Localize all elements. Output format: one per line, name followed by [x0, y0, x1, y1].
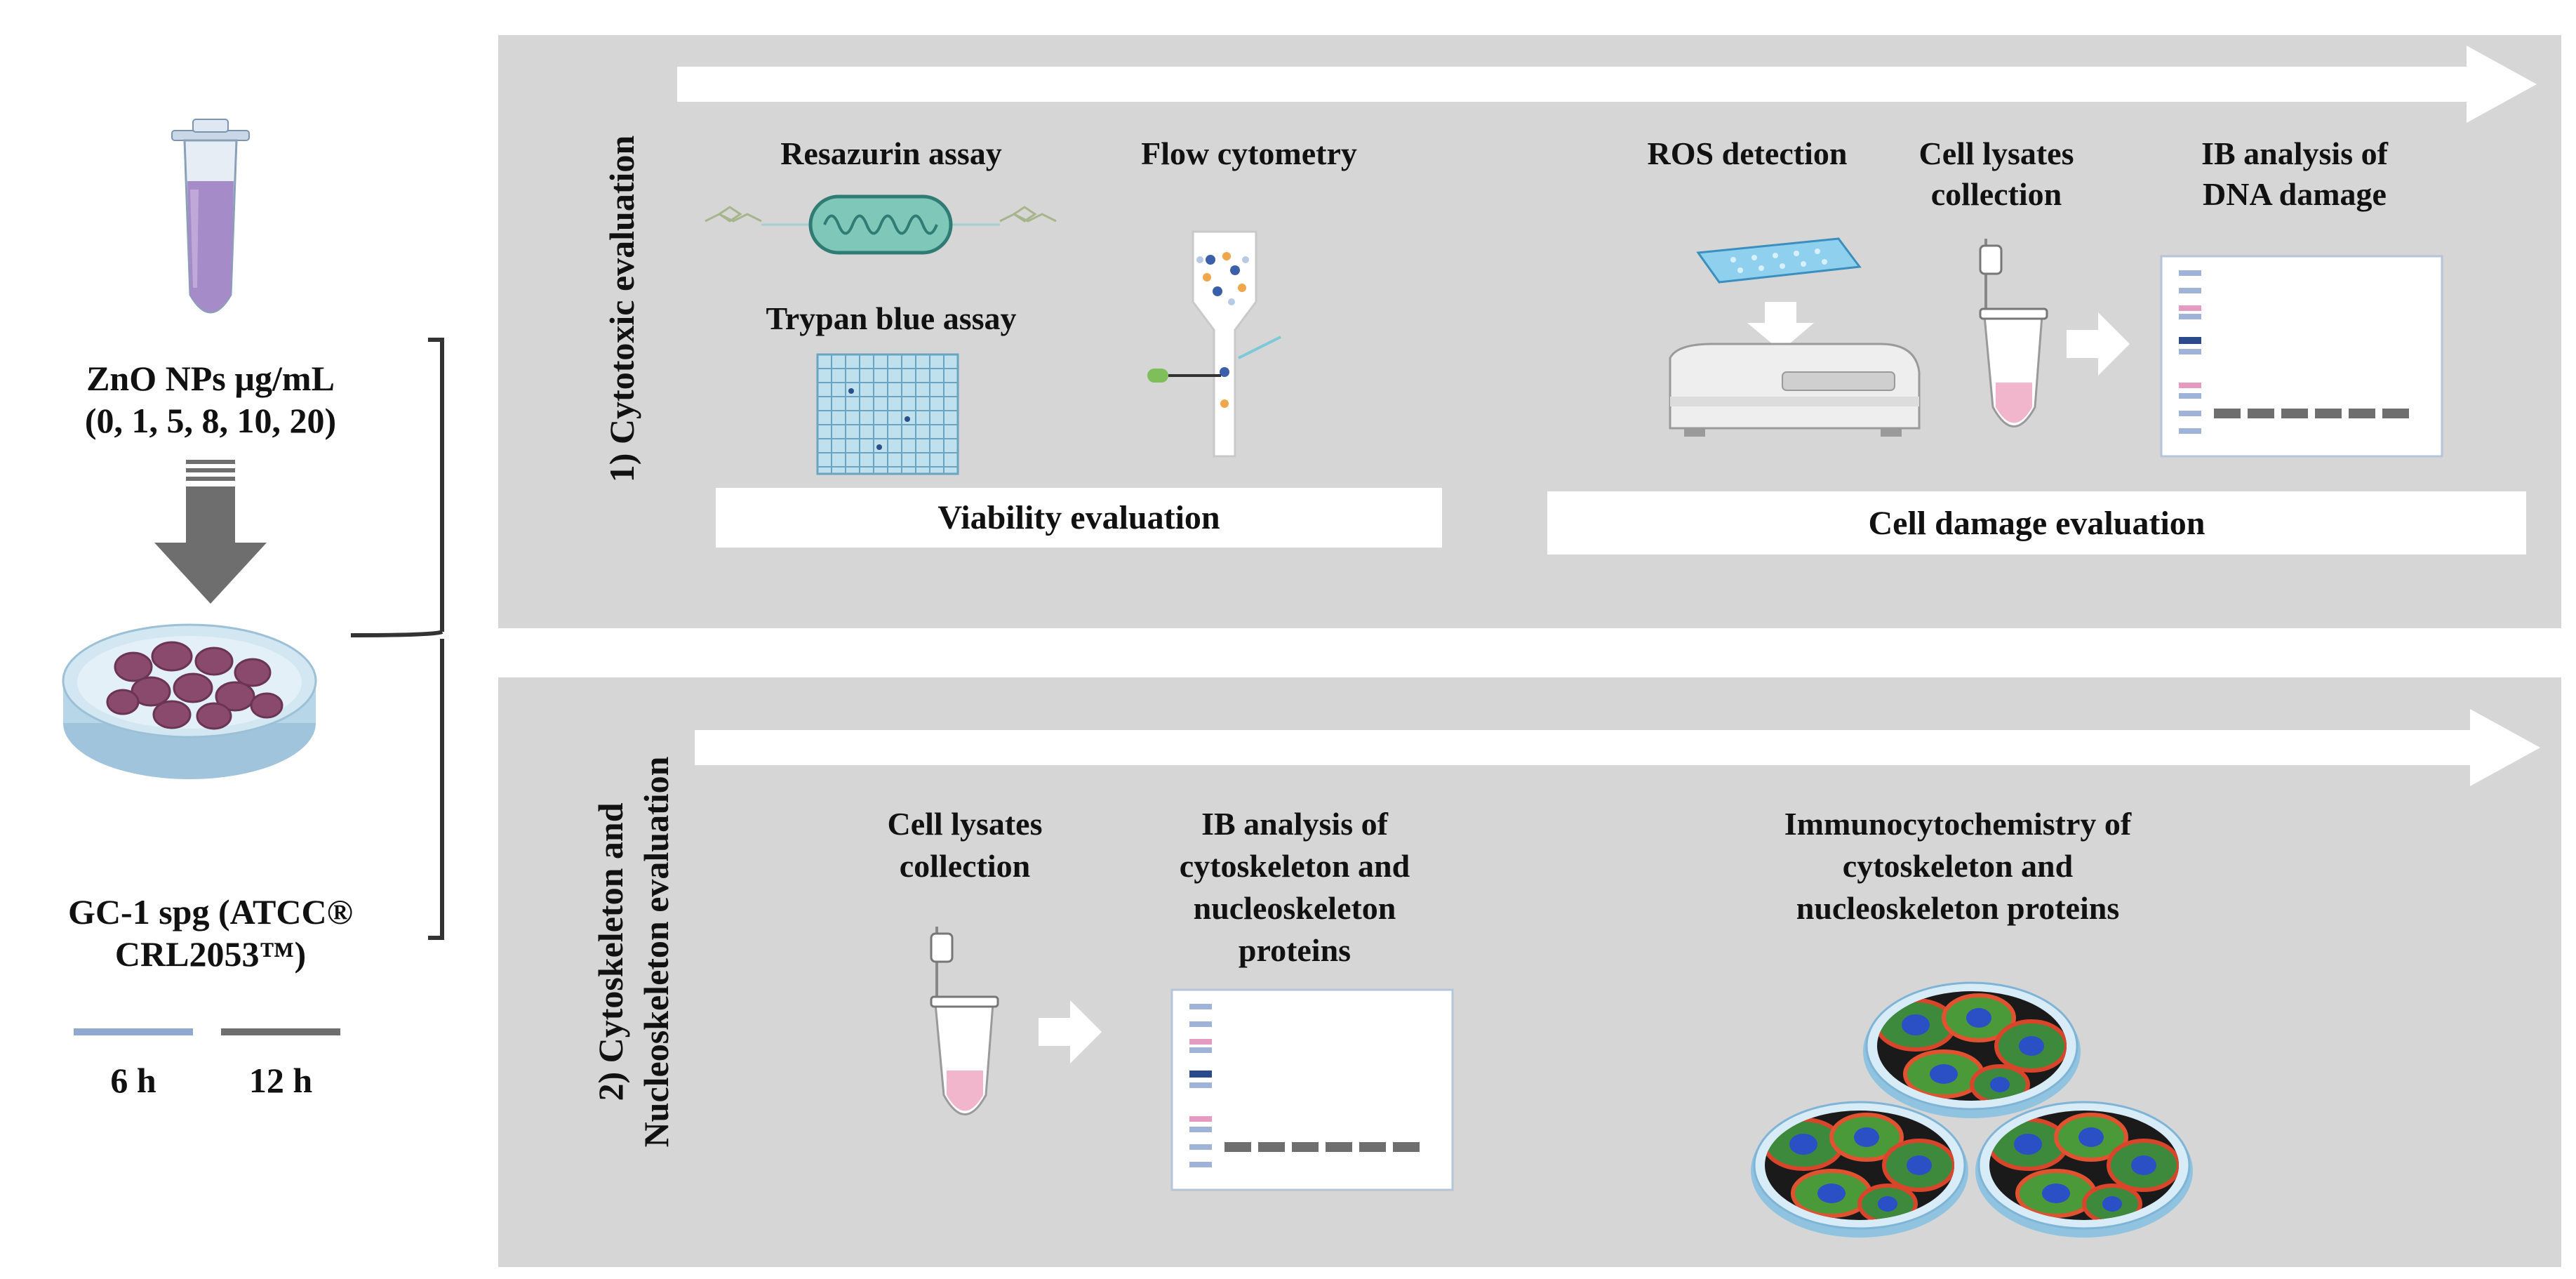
icc-label-3: nucleoskeleton proteins — [1796, 890, 2120, 926]
trypan-label: Trypan blue assay — [766, 300, 1017, 336]
p2-ib-label-3: nucleoskeleton — [1193, 890, 1396, 926]
flow-cytometer-icon — [1147, 230, 1281, 458]
panel1-title: 1) Cytotoxic evaluation — [602, 135, 641, 483]
petri-dish-icon — [62, 623, 317, 779]
cell-line-label: GC-1 spg (ATCC® — [68, 892, 353, 932]
legend-6h-label: 6 h — [110, 1061, 156, 1100]
panel2-title: 2) Cytoskeleton and — [591, 802, 630, 1101]
resazurin-label: Resazurin assay — [780, 135, 1002, 171]
p2-ib-label-2: cytoskeleton and — [1179, 848, 1410, 884]
panel2-title-2: Nucleoskeleton evaluation — [636, 756, 676, 1148]
nanoparticle-tube-icon — [171, 119, 250, 314]
blot-dna-damage-icon — [2160, 255, 2443, 458]
ib-dna-label: IB analysis of — [2201, 135, 2388, 171]
p2-ib-label-4: proteins — [1238, 932, 1352, 968]
lysates-label: Cell lysates — [1918, 135, 2074, 171]
treatment-label: ZnO NPs µg/mL — [86, 359, 335, 398]
immunocytochemistry-dishes-icon — [1751, 981, 2193, 1238]
bracket-connector — [350, 338, 444, 940]
right-arrow-icon-1 — [2067, 312, 2130, 376]
icc-label: Immunocytochemistry of — [1784, 806, 2132, 842]
icc-label-2: cytoskeleton and — [1842, 848, 2074, 884]
lysates-label-2: collection — [1930, 176, 2062, 212]
blot-cytoskeleton-icon — [1170, 988, 1454, 1191]
lysate-tube-icon — [1979, 239, 2048, 428]
legend-6h-line — [74, 1028, 193, 1035]
ib-dna-label-2: DNA damage — [2203, 176, 2387, 212]
viability-box: Viability evaluation — [716, 488, 1442, 548]
p2-lysate-tube-icon — [930, 927, 999, 1115]
cell-damage-box: Cell damage evaluation — [1547, 491, 2526, 555]
process-arrow-1 — [677, 46, 2537, 123]
plate-reader-icon — [1669, 237, 1921, 437]
hemocytometer-icon — [816, 353, 959, 475]
ros-label: ROS detection — [1647, 135, 1848, 171]
legend-12h-label: 12 h — [248, 1061, 313, 1100]
mitochondrion-icon — [705, 194, 1057, 255]
legend-12h-line — [221, 1028, 340, 1035]
down-arrow-icon — [154, 460, 267, 604]
flow-cytometry-label: Flow cytometry — [1141, 135, 1357, 171]
process-arrow-2 — [695, 709, 2540, 786]
concentrations-label: (0, 1, 5, 8, 10, 20) — [84, 401, 337, 440]
p2-lysates-label-2: collection — [899, 848, 1031, 884]
p2-ib-label: IB analysis of — [1201, 806, 1388, 842]
p2-lysates-label: Cell lysates — [887, 806, 1043, 842]
right-arrow-icon-2 — [1039, 1000, 1102, 1063]
panel-skeleton — [498, 677, 2561, 1267]
cell-line-label-2: CRL2053™) — [114, 934, 307, 974]
